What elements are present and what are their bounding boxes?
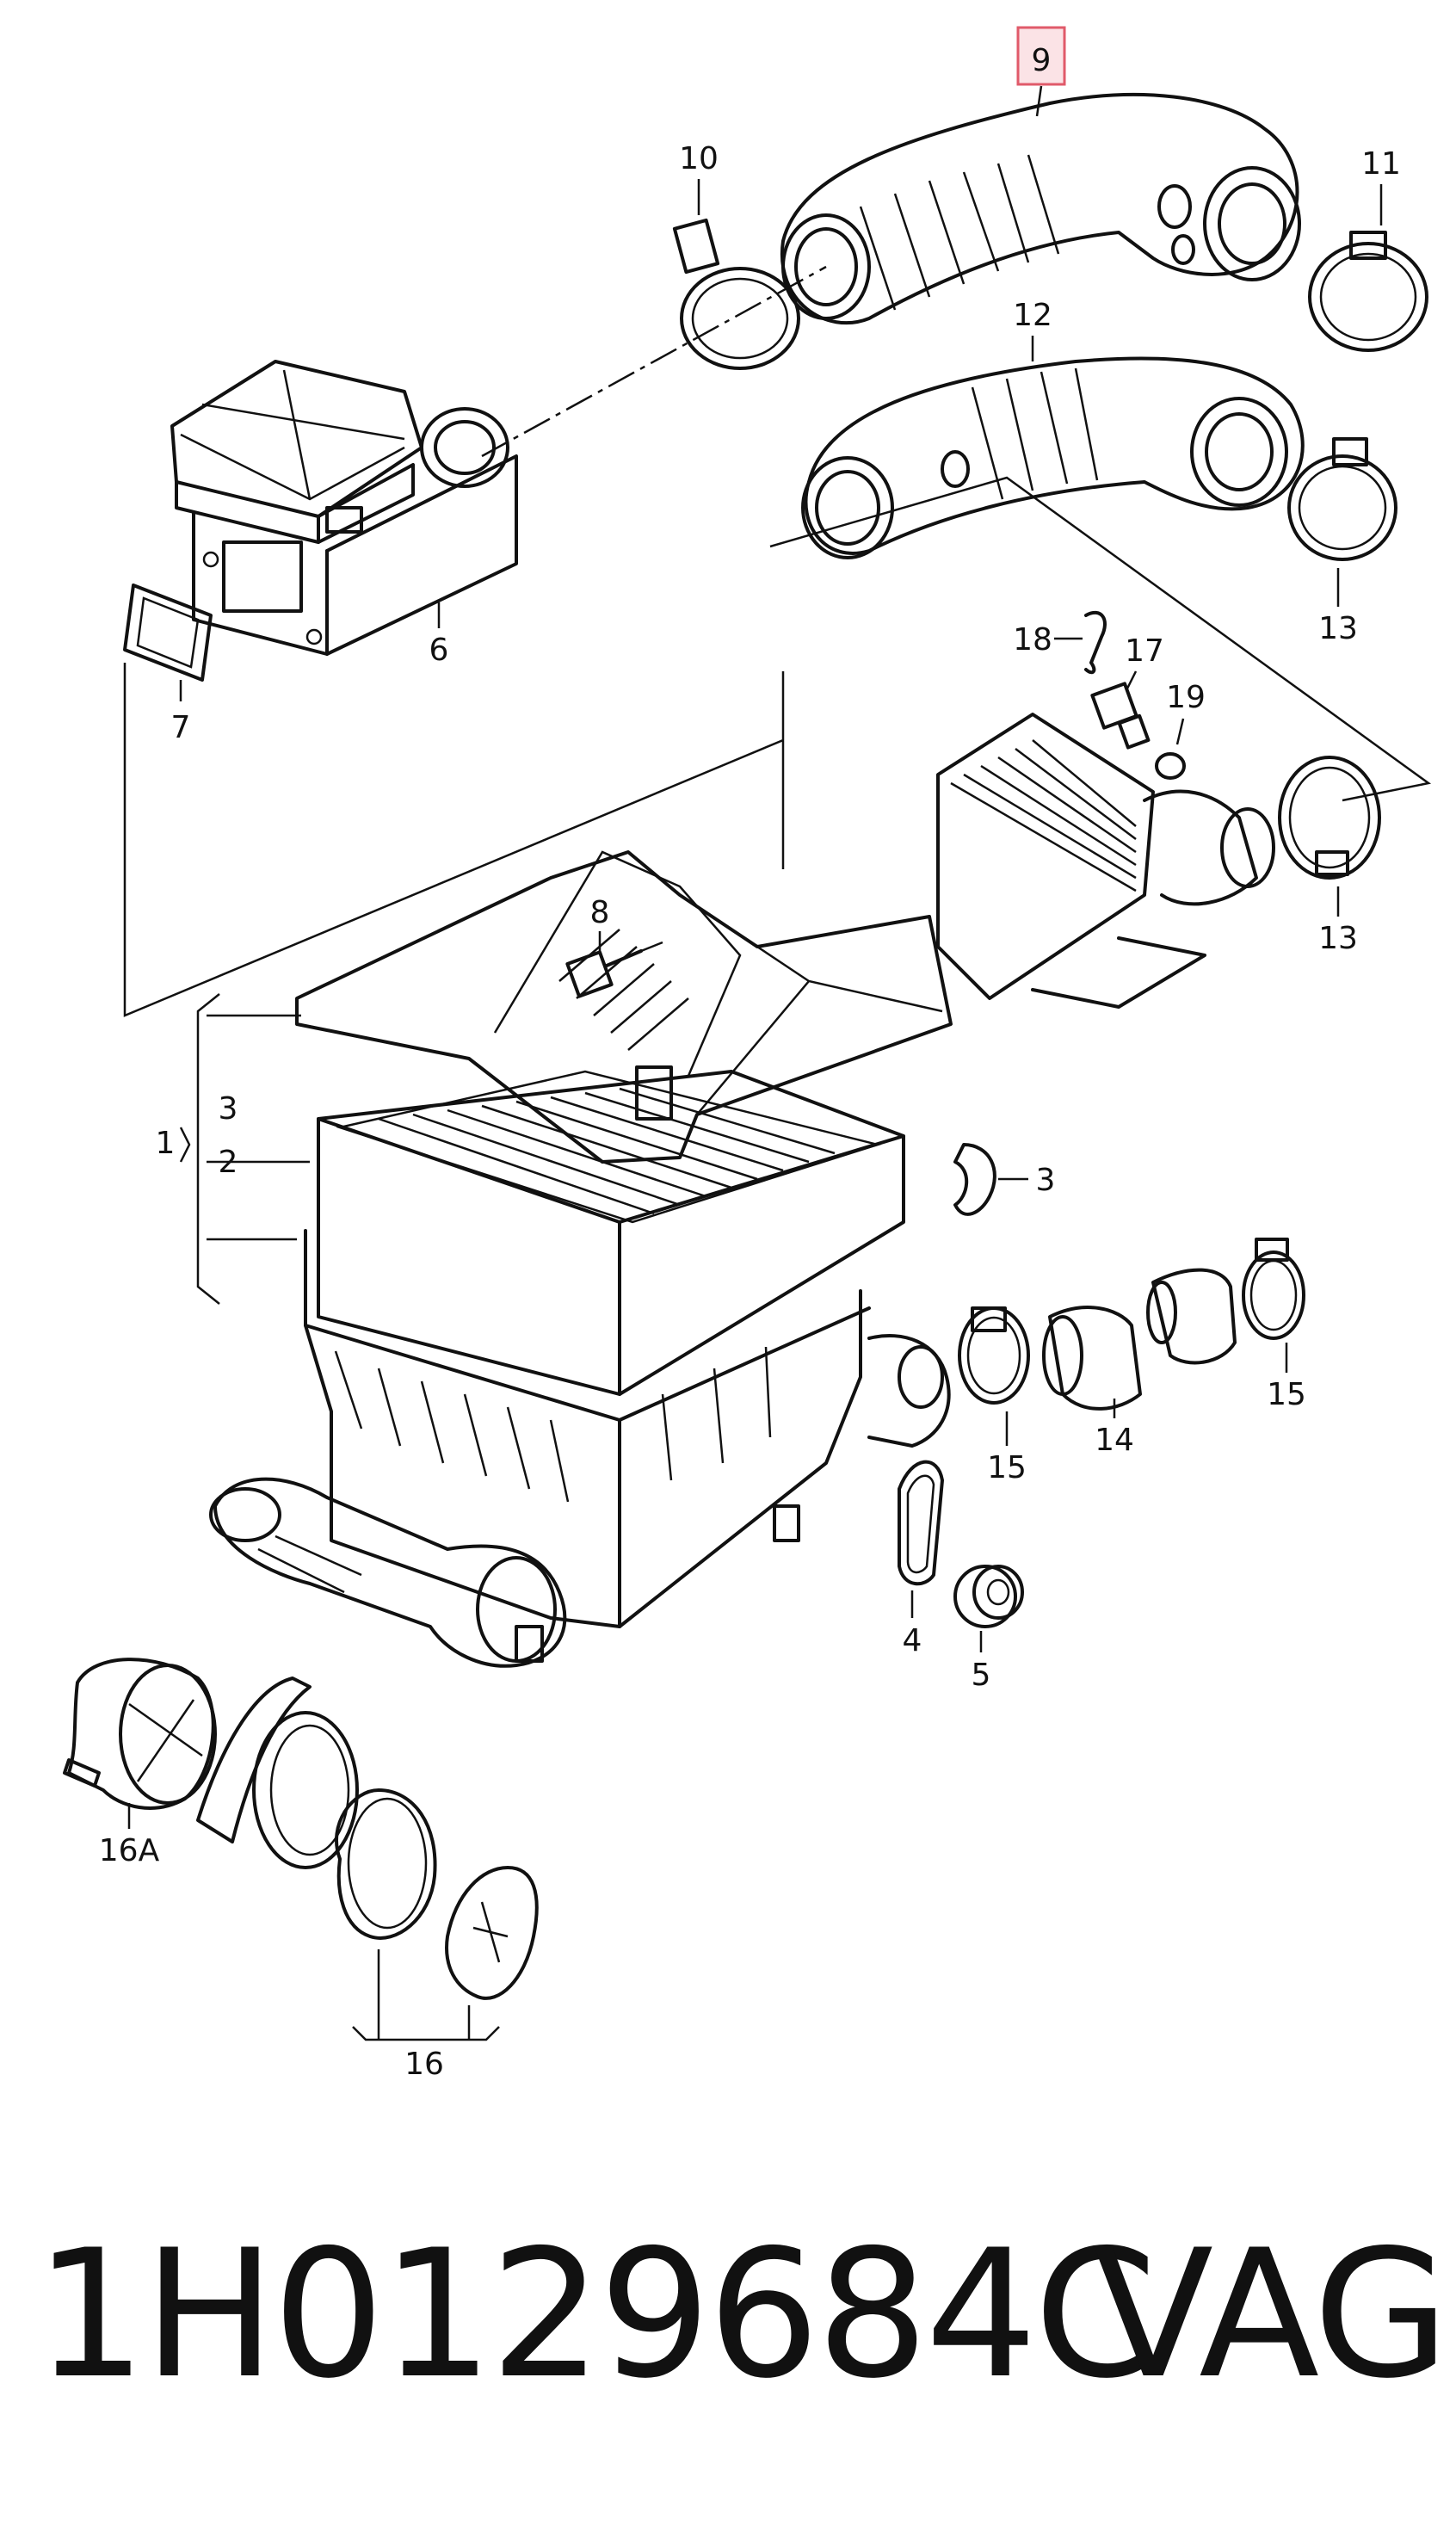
callout-19: 19 [1166,680,1206,715]
filter-cover-set-16: 16 [196,1677,539,2082]
gasket-7: 7 [123,584,213,745]
callout-14: 14 [1095,1423,1134,1458]
intake-hose-9 [780,93,1301,325]
callout-17: 17 [1125,633,1164,669]
callout-16: 16 [404,2047,444,2082]
air-mass-meter-6: 6 [170,360,518,668]
callout-13b: 13 [1318,921,1358,956]
small-parts-17-18-19: 18 17 19 [1013,610,1206,780]
seal-parts-4-5: 4 5 [898,1460,1024,1693]
callout-12: 12 [1013,298,1052,333]
air-duct-housing [936,713,1275,1009]
hose-clamp-10: 10 [672,141,800,370]
callout-8: 8 [590,895,610,930]
callout-13a: 13 [1318,611,1358,646]
air-filter-housing [304,1229,951,1663]
callout-9-highlight[interactable]: 9 [1016,26,1066,117]
clip-3: 3 [953,1143,1056,1216]
intake-funnel-16a: 16A [63,1658,217,1868]
intake-hose-12: 12 [801,298,1305,559]
part-number: 1H0129684C [34,2213,1157,2418]
hose-parts-14-15: 15 14 15 [958,1238,1306,1485]
callout-9: 9 [1032,43,1052,78]
hose-clamp-13b: 13 [1278,756,1381,956]
callout-3a: 3 [219,1091,238,1127]
lower-intake-hose [209,1477,567,1668]
assembly-frame-right [769,476,1432,802]
callout-5: 5 [972,1658,991,1693]
callout-2: 2 [219,1145,238,1180]
bolt-8: 8 [565,895,663,998]
callout-4: 4 [903,1623,922,1658]
callout-3b: 3 [1036,1163,1056,1198]
part-number-footer: 1H0129684C VAG [34,2213,1450,2418]
callout-18: 18 [1013,622,1052,658]
callout-16a: 16A [99,1833,160,1868]
callout-7: 7 [171,710,191,745]
callout-6: 6 [429,633,449,668]
bracket-1: 1 3 2 [156,993,310,1305]
callout-10: 10 [679,141,719,176]
callout-11: 11 [1361,146,1401,182]
hose-clamp-13a: 13 [1287,437,1397,646]
callout-15a: 15 [987,1450,1027,1485]
filter-element-2 [317,1070,905,1396]
callout-1: 1 [156,1126,176,1161]
hose-clamp-11: 11 [1308,146,1428,352]
callout-15b: 15 [1267,1377,1306,1412]
brand-name: VAG [1093,2213,1450,2418]
assembly-frame [123,663,785,1017]
assembly-axis-1 [481,265,827,458]
